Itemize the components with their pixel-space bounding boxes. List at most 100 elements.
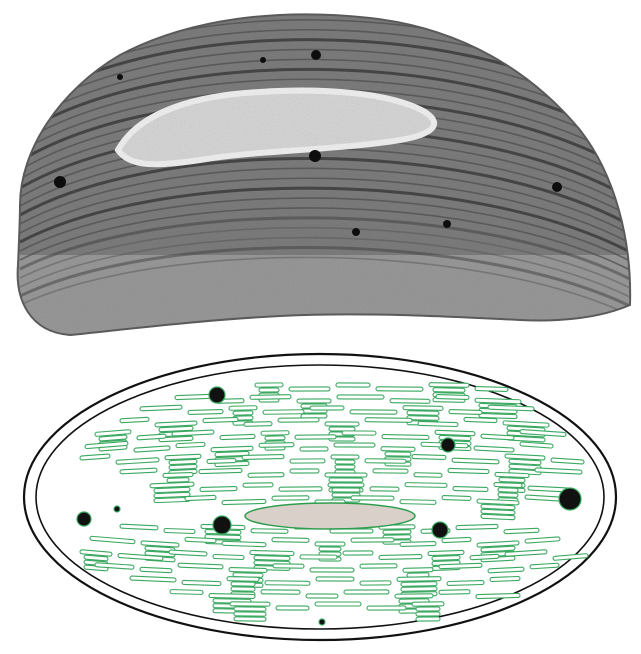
thylakoid [250, 550, 294, 555]
thylakoid [335, 460, 355, 464]
thylakoid [382, 434, 429, 439]
plastoglobule-dot [260, 57, 266, 63]
thylakoid [310, 406, 344, 410]
thylakoid [400, 541, 436, 546]
thylakoid [169, 459, 197, 464]
thylakoid [498, 493, 518, 498]
thylakoid [442, 495, 471, 500]
thylakoid [403, 568, 433, 573]
thylakoid [295, 435, 336, 439]
plastoglobule-dot [54, 176, 66, 188]
thylakoid [439, 563, 482, 568]
thylakoid [476, 593, 520, 598]
thylakoid [120, 468, 157, 474]
thylakoid [481, 514, 515, 520]
thylakoid [553, 554, 588, 561]
thylakoid [276, 606, 309, 610]
thylakoid [474, 446, 514, 452]
plastoglobule [559, 488, 581, 510]
thylakoid [439, 590, 470, 595]
thylakoid [315, 542, 345, 546]
thylakoid [370, 487, 399, 491]
thylakoid [525, 537, 560, 543]
thylakoid [231, 582, 255, 587]
thylakoid [373, 469, 408, 473]
thylakoid [416, 607, 440, 611]
thylakoid [203, 417, 238, 422]
thylakoid [504, 528, 539, 533]
thylakoid [261, 431, 289, 436]
thylakoid [263, 410, 304, 415]
thylakoid [365, 418, 412, 423]
thylakoid [494, 482, 522, 487]
thylakoid [140, 567, 172, 573]
thylakoid [169, 464, 197, 469]
thylakoid [525, 495, 560, 501]
thylakoid [412, 602, 444, 606]
thylakoid [90, 536, 135, 544]
thylakoid [116, 458, 159, 465]
plastoglobule [319, 619, 325, 625]
plastoglobule [77, 512, 91, 526]
thylakoid [272, 496, 309, 501]
thylakoid [234, 617, 266, 621]
thylakoid [381, 447, 415, 452]
thylakoid-stacks [80, 383, 588, 622]
thylakoid [334, 443, 375, 447]
thylakoid [290, 469, 319, 473]
thylakoid [498, 488, 518, 493]
thylakoid [495, 472, 529, 477]
thylakoid [310, 568, 354, 572]
thylakoid [447, 580, 484, 585]
thylakoid [400, 500, 436, 505]
thylakoid [244, 422, 272, 427]
thylakoid [230, 602, 270, 606]
thylakoid [351, 538, 394, 542]
thylakoid [365, 459, 406, 464]
thylakoid [405, 483, 447, 488]
thylakoid [325, 422, 359, 426]
thylakoid [250, 395, 291, 400]
thylakoid [251, 529, 288, 534]
thylakoid [182, 580, 221, 585]
thylakoid [316, 577, 354, 581]
thylakoid [209, 594, 255, 599]
thylakoid [200, 486, 237, 491]
thylakoid [130, 576, 176, 582]
thylakoid [319, 547, 341, 551]
thylakoid [464, 417, 497, 422]
thylakoid [328, 483, 364, 487]
thylakoid [551, 458, 584, 464]
thylakoid [407, 411, 439, 416]
thylakoid [255, 383, 283, 387]
thylakoid [418, 421, 458, 426]
plastoglobule [209, 387, 225, 403]
thylakoid [231, 587, 255, 592]
thylakoid [499, 477, 525, 482]
thylakoid [175, 394, 210, 399]
thylakoid [429, 383, 469, 388]
thylakoid [254, 556, 290, 561]
thylakoid [273, 564, 304, 568]
thylakoid [416, 612, 440, 616]
thylakoid [261, 590, 300, 594]
thylakoid [140, 405, 182, 411]
thylakoid [412, 455, 446, 460]
thylakoid [530, 563, 559, 569]
diagram-panel [0, 345, 641, 654]
plastoglobule [114, 506, 120, 512]
thylakoid [185, 537, 216, 542]
plastoglobule-dot [552, 182, 562, 192]
thylakoid [222, 541, 266, 547]
thylakoid [229, 406, 257, 411]
thylakoid [259, 443, 294, 448]
thylakoid [379, 555, 422, 560]
plastoglobule-dot [443, 220, 451, 228]
thylakoid [414, 473, 442, 478]
chloroplast-micrograph [0, 0, 641, 345]
thylakoid [213, 554, 244, 559]
thylakoid [290, 459, 325, 463]
thylakoid [233, 411, 253, 415]
thylakoid [199, 468, 242, 473]
thylakoid [449, 410, 482, 415]
